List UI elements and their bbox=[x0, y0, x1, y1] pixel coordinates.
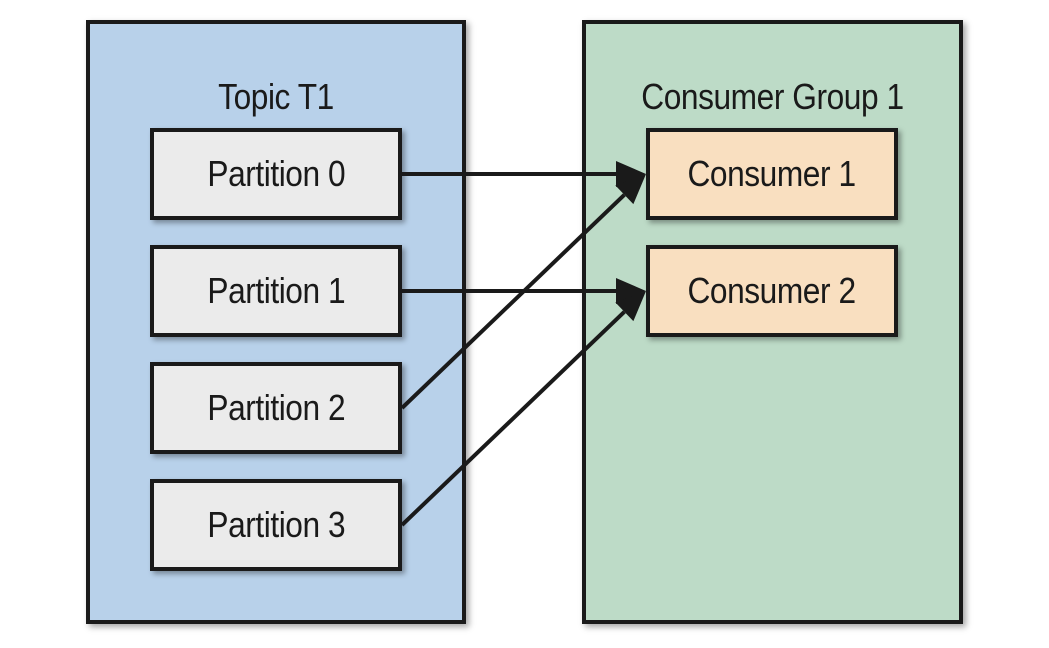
partition-0-label: Partition 0 bbox=[207, 153, 345, 194]
partition-1-label: Partition 1 bbox=[207, 270, 345, 311]
assignment-arrowhead-3 bbox=[615, 291, 646, 322]
consumer-1-box: Consumer 1 bbox=[646, 128, 898, 220]
consumer-2-box: Consumer 2 bbox=[646, 245, 898, 337]
partition-2-box: Partition 2 bbox=[150, 362, 402, 454]
partition-3-box: Partition 3 bbox=[150, 479, 402, 571]
assignment-arrowhead-1 bbox=[616, 278, 646, 304]
assignment-arrowhead-2 bbox=[615, 174, 646, 205]
topic-title: Topic T1 bbox=[218, 76, 334, 117]
consumer-group-title: Consumer Group 1 bbox=[641, 76, 904, 117]
partition-3-label: Partition 3 bbox=[207, 504, 345, 545]
consumer-1-label: Consumer 1 bbox=[687, 153, 857, 194]
partition-2-label: Partition 2 bbox=[207, 387, 345, 428]
assignment-arrowhead-0 bbox=[616, 161, 646, 187]
partition-1-box: Partition 1 bbox=[150, 245, 402, 337]
assignment-arrow-line-3 bbox=[400, 310, 626, 527]
assignment-arrow-line-2 bbox=[400, 193, 626, 410]
consumer-2-label: Consumer 2 bbox=[687, 270, 857, 311]
partition-0-box: Partition 0 bbox=[150, 128, 402, 220]
